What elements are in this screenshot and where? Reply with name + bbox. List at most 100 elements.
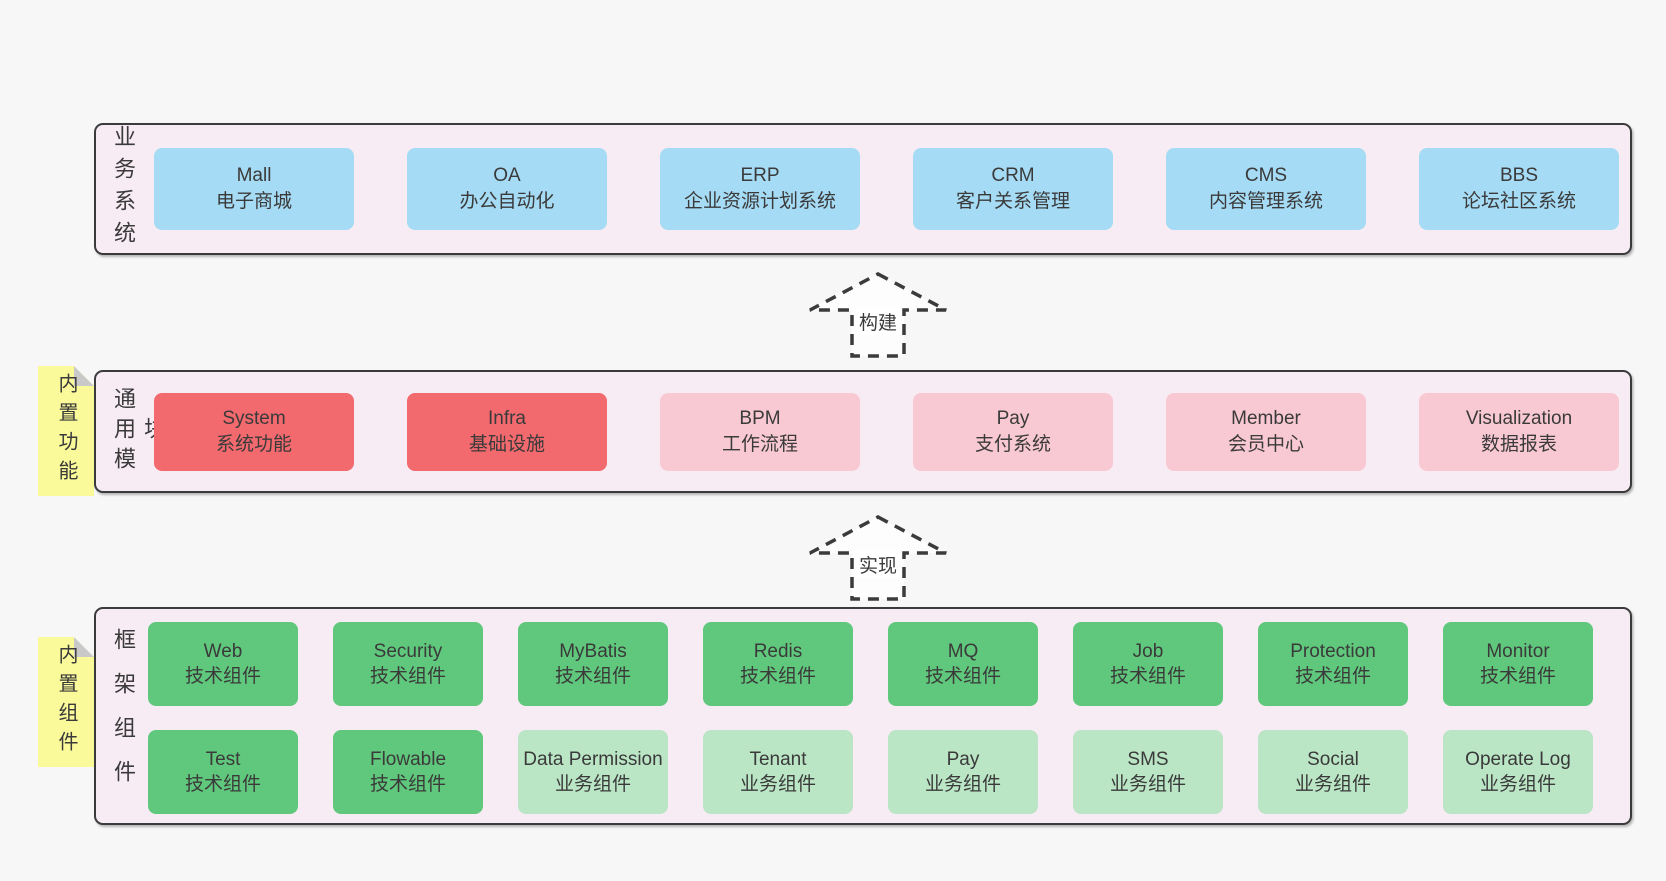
box-subtitle: 业务组件	[739, 774, 816, 795]
box-subtitle: 客户关系管理	[955, 191, 1070, 212]
box-subtitle: 企业资源计划系统	[683, 191, 836, 212]
box-subtitle: 论坛社区系统	[1461, 191, 1576, 212]
box-mq: MQ 技术组件	[888, 622, 1038, 706]
box-social: Social 业务组件	[1258, 730, 1408, 814]
box-title: MQ	[947, 641, 979, 662]
box-title: System	[222, 407, 286, 429]
box-title: Social	[1307, 749, 1359, 770]
box-oa: OA 办公自动化	[407, 148, 607, 230]
box-member: Member 会员中心	[1166, 392, 1366, 471]
components-row-2: Test 技术组件 Flowable 技术组件 Data Permission …	[148, 730, 1593, 814]
section-business-systems: 业务系统 Mall 电子商城 OA 办公自动化 ERP 企业资源计划系统 CRM…	[94, 123, 1632, 255]
box-subtitle: 业务组件	[1479, 774, 1556, 795]
box-title: Protection	[1290, 641, 1376, 662]
box-data-permission: Data Permission 业务组件	[518, 730, 668, 814]
box-subtitle: 技术组件	[739, 666, 816, 687]
section-framework-components: 框架组件 Web 技术组件 Security 技术组件 MyBatis 技术组件…	[94, 607, 1632, 825]
box-subtitle: 技术组件	[369, 666, 446, 687]
box-tenant: Tenant 业务组件	[703, 730, 853, 814]
box-title: Redis	[753, 641, 803, 662]
box-bpm: BPM 工作流程	[660, 392, 860, 471]
box-protection: Protection 技术组件	[1258, 622, 1408, 706]
modules-box-row: System 系统功能 Infra 基础设施 BPM 工作流程 Pay 支付系统…	[154, 372, 1619, 491]
section-label-components: 框架组件	[111, 628, 136, 804]
box-pay: Pay 支付系统	[913, 392, 1113, 471]
box-title: Monitor	[1486, 641, 1550, 662]
box-title: SMS	[1127, 749, 1169, 770]
components-box-rows: Web 技术组件 Security 技术组件 MyBatis 技术组件 Redi…	[148, 622, 1593, 814]
business-box-row: Mall 电子商城 OA 办公自动化 ERP 企业资源计划系统 CRM 客户关系…	[154, 125, 1619, 253]
box-subtitle: 业务组件	[1294, 774, 1371, 795]
box-sms: SMS 业务组件	[1073, 730, 1223, 814]
sticky-note-built-in-functions: 内置功能	[38, 366, 94, 496]
box-infra: Infra 基础设施	[407, 392, 607, 471]
box-visualization: Visualization 数据报表	[1419, 392, 1619, 471]
box-job: Job 技术组件	[1073, 622, 1223, 706]
box-title: Mall	[236, 165, 272, 186]
box-cms: CMS 内容管理系统	[1166, 148, 1366, 230]
box-subtitle: 技术组件	[184, 774, 261, 795]
arrow-up-build: 构建	[807, 271, 949, 359]
box-operate-log: Operate Log 业务组件	[1443, 730, 1593, 814]
box-crm: CRM 客户关系管理	[913, 148, 1113, 230]
box-subtitle: 工作流程	[721, 433, 798, 455]
box-title: ERP	[740, 165, 780, 186]
box-erp: ERP 企业资源计划系统	[660, 148, 860, 230]
box-subtitle: 支付系统	[974, 433, 1051, 455]
box-pay-business: Pay 业务组件	[888, 730, 1038, 814]
box-mall: Mall 电子商城	[154, 148, 354, 230]
box-subtitle: 技术组件	[184, 666, 261, 687]
box-subtitle: 技术组件	[1294, 666, 1371, 687]
box-title: BPM	[739, 407, 781, 429]
box-title: MyBatis	[559, 641, 627, 662]
section-label-business: 业务系统	[111, 125, 136, 253]
box-title: Web	[203, 641, 243, 662]
box-title: OA	[493, 165, 521, 186]
box-title: Security	[373, 641, 443, 662]
sticky-label: 内置组件	[55, 644, 77, 760]
box-title: Member	[1231, 407, 1301, 429]
box-subtitle: 内容管理系统	[1208, 191, 1323, 212]
box-title: Data Permission	[523, 749, 663, 770]
box-title: CRM	[991, 165, 1035, 186]
box-title: Visualization	[1465, 407, 1573, 429]
box-subtitle: 会员中心	[1227, 433, 1304, 455]
box-subtitle: 电子商城	[215, 191, 292, 212]
box-subtitle: 业务组件	[924, 774, 1001, 795]
box-title: Flowable	[369, 749, 447, 770]
components-row-1: Web 技术组件 Security 技术组件 MyBatis 技术组件 Redi…	[148, 622, 1593, 706]
sticky-note-built-in-components: 内置组件	[38, 637, 94, 767]
box-title: Test	[205, 749, 241, 770]
box-subtitle: 办公自动化	[459, 191, 555, 212]
box-redis: Redis 技术组件	[703, 622, 853, 706]
box-title: Infra	[487, 407, 527, 429]
box-web: Web 技术组件	[148, 622, 298, 706]
box-title: Pay	[996, 407, 1030, 429]
box-subtitle: 业务组件	[1109, 774, 1186, 795]
box-flowable: Flowable 技术组件	[333, 730, 483, 814]
box-subtitle: 数据报表	[1480, 433, 1557, 455]
box-bbs: BBS 论坛社区系统	[1419, 148, 1619, 230]
box-title: BBS	[1499, 165, 1539, 186]
box-subtitle: 基础设施	[468, 433, 545, 455]
box-subtitle: 技术组件	[554, 666, 631, 687]
box-subtitle: 技术组件	[1109, 666, 1186, 687]
box-title: Operate Log	[1465, 749, 1571, 770]
box-title: CMS	[1244, 165, 1288, 186]
box-title: Tenant	[749, 749, 807, 770]
section-common-modules: 通用模块 System 系统功能 Infra 基础设施 BPM 工作流程 Pay…	[94, 370, 1632, 493]
box-mybatis: MyBatis 技术组件	[518, 622, 668, 706]
arrow-build-label: 构建	[855, 308, 901, 335]
box-subtitle: 技术组件	[1479, 666, 1556, 687]
box-system: System 系统功能	[154, 392, 354, 471]
sticky-label: 内置功能	[55, 373, 77, 489]
box-title: Job	[1132, 641, 1164, 662]
arrow-implement-label: 实现	[855, 551, 901, 578]
box-monitor: Monitor 技术组件	[1443, 622, 1593, 706]
box-subtitle: 技术组件	[369, 774, 446, 795]
box-security: Security 技术组件	[333, 622, 483, 706]
box-title: Pay	[946, 749, 980, 770]
arrow-up-implement: 实现	[807, 514, 949, 602]
box-test: Test 技术组件	[148, 730, 298, 814]
box-subtitle: 技术组件	[924, 666, 1001, 687]
